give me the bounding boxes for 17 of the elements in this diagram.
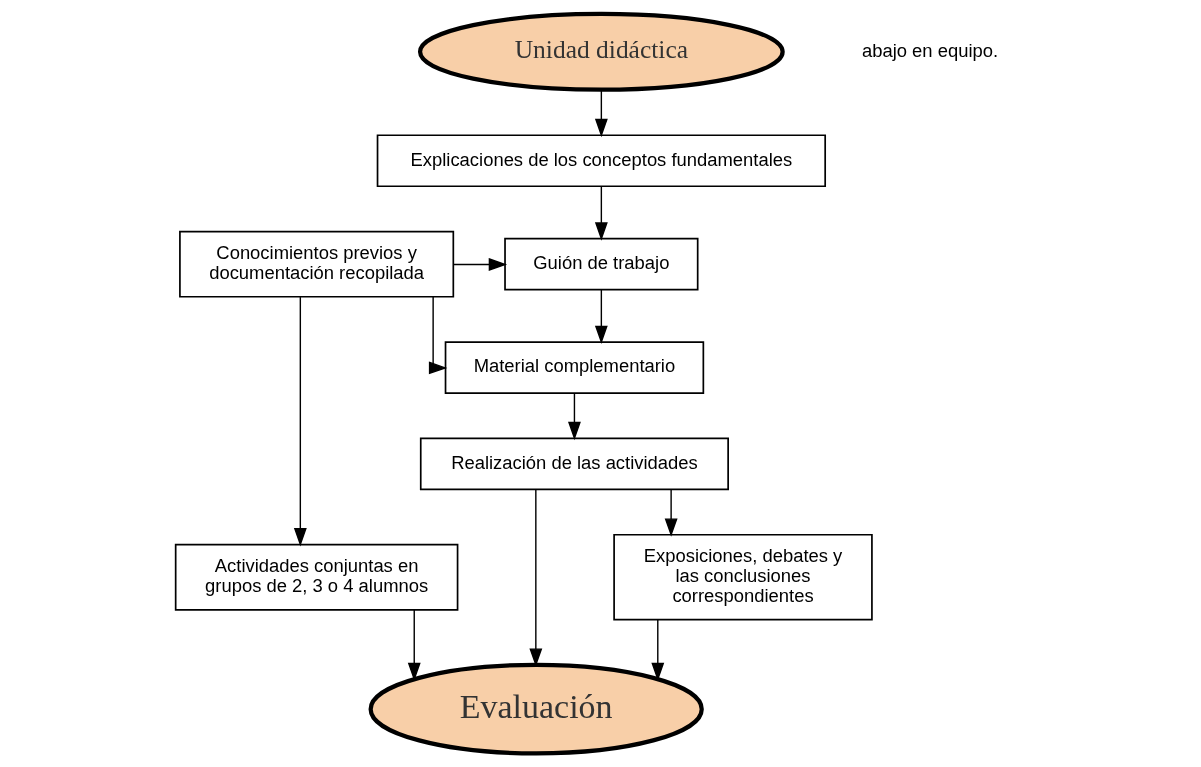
arrow	[594, 289, 608, 345]
arrow	[594, 89, 608, 138]
node-box: Actividades conjuntas en grupos de 2, 3 o 4 alumnos	[174, 543, 458, 611]
node-ellipse: Unidad didáctica	[417, 11, 785, 92]
arrow	[594, 185, 608, 241]
node-box: Material complementario	[444, 341, 704, 394]
node-box: Explicaciones de los conceptos fundamentales	[376, 134, 826, 188]
label: abajo en equipo.	[861, 39, 998, 61]
node-box: Guión de trabajo	[503, 237, 699, 291]
arrow	[428, 296, 447, 375]
arrow	[452, 258, 507, 271]
node-box: Realización de las actividades	[419, 437, 729, 491]
node-box: Exposiciones, debates y las conclusiones correspondientes	[612, 533, 873, 621]
arrow	[567, 392, 581, 441]
node-box: Conocimientos previos y documentación recopilada	[178, 230, 454, 298]
arrow	[293, 296, 307, 547]
arrow	[664, 488, 678, 537]
